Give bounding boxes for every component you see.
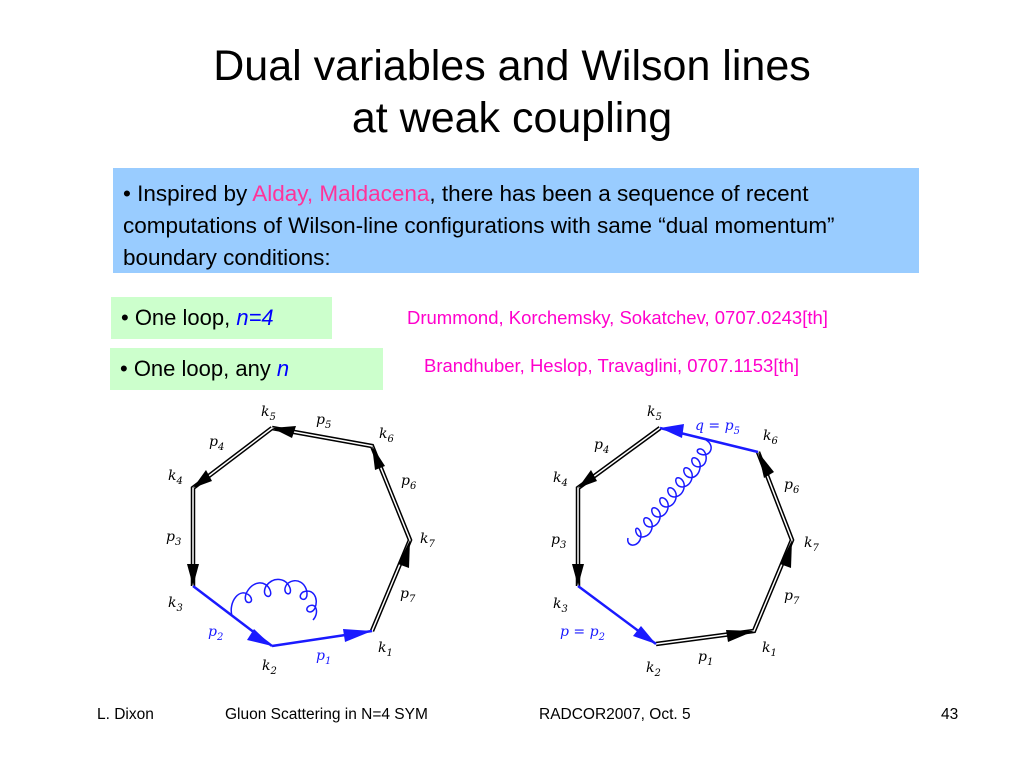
- item-one-loop-n4: • One loop, n=4: [111, 297, 332, 339]
- arrow-p1: [343, 629, 372, 642]
- right-label-k6: k6: [763, 428, 778, 447]
- left-label-p4: p4: [209, 434, 224, 453]
- arrow-r-p7: [780, 540, 792, 568]
- left-label-k7: k7: [420, 531, 435, 550]
- left-label-p6: p6: [401, 473, 417, 492]
- diagram-right: k5 q = p5 k6 p4 p6 k4 p3 k7 k3 p7 p = p2…: [551, 404, 819, 679]
- arrow-p2: [247, 629, 272, 646]
- left-label-k4: k4: [168, 468, 183, 487]
- left-labels: k5 p5 k6 p4 p6 k4 p3 k7 k3 p7 p2 k1 p1 k…: [166, 404, 435, 677]
- arrow-p6: [372, 446, 385, 470]
- left-label-k6: k6: [379, 426, 394, 445]
- footer-page-number: 43: [941, 706, 959, 723]
- item-2-emphasis: n: [276, 356, 290, 381]
- slide-title: Dual variables and Wilson lines at weak …: [0, 40, 1024, 144]
- left-label-p1: p1: [316, 648, 331, 667]
- footer-conference: RADCOR2007, Oct. 5: [539, 706, 691, 723]
- item-2-prefix: • One loop, any: [120, 356, 277, 381]
- arrow-p5: [272, 426, 296, 438]
- left-label-k5: k5: [261, 404, 276, 423]
- left-label-p3: p3: [166, 529, 181, 548]
- item-one-loop-any-n: • One loop, any n: [110, 348, 383, 390]
- left-label-p5: p5: [316, 412, 331, 431]
- right-label-p3: p3: [551, 532, 566, 551]
- diagram-left: k5 p5 k6 p4 p6 k4 p3 k7 k3 p7 p2 k1 p1 k…: [166, 404, 435, 677]
- left-label-k3: k3: [168, 595, 183, 614]
- item-1-emphasis: n=4: [236, 305, 274, 330]
- intro-box: • Inspired by Alday, Maldacena, there ha…: [113, 168, 919, 273]
- right-polygon-outer: [575, 426, 795, 647]
- right-label-k3: k3: [553, 596, 568, 615]
- right-label-k2: k2: [646, 660, 661, 679]
- left-label-k2: k2: [262, 658, 277, 677]
- left-label-k1: k1: [378, 640, 393, 659]
- right-arrows: [572, 424, 792, 644]
- right-label-p: p = p2: [560, 624, 605, 643]
- intro-text-after: , there has been a sequence of recent co…: [123, 181, 835, 270]
- right-label-k1: k1: [762, 640, 777, 659]
- arrow-r-p1: [726, 630, 754, 642]
- right-label-p6: p6: [784, 477, 800, 496]
- footer-author: L. Dixon: [97, 706, 154, 723]
- arrow-q: [660, 424, 684, 438]
- arrow-r-p6: [758, 452, 774, 478]
- left-gluon-line: [230, 578, 318, 621]
- right-label-p4: p4: [594, 437, 609, 456]
- arrow-p4: [193, 470, 212, 488]
- left-label-p2: p2: [208, 624, 223, 643]
- arrow-r-p3: [572, 564, 584, 586]
- arrow-p7: [398, 540, 410, 568]
- right-label-k4: k4: [553, 470, 568, 489]
- reference-2: Brandhuber, Heslop, Travaglini, 0707.115…: [424, 355, 800, 376]
- reference-1: Drummond, Korchemsky, Sokatchev, 0707.02…: [407, 307, 828, 328]
- arrow-p3: [187, 564, 199, 586]
- intro-text-before: Inspired by: [137, 181, 248, 206]
- left-label-p7: p7: [400, 586, 416, 605]
- arrow-r-p: [633, 626, 656, 644]
- right-labels: k5 q = p5 k6 p4 p6 k4 p3 k7 k3 p7 p = p2…: [551, 404, 819, 679]
- right-label-k5: k5: [647, 404, 662, 423]
- footer-talk-title: Gluon Scattering in N=4 SYM: [225, 706, 428, 723]
- right-label-p7: p7: [784, 588, 800, 607]
- right-gluon-line: [627, 439, 712, 546]
- right-blue-edges: [577, 426, 759, 646]
- arrow-r-p4: [578, 470, 597, 488]
- title-line-1: Dual variables and Wilson lines: [213, 42, 811, 90]
- right-label-k7: k7: [804, 535, 819, 554]
- right-label-p1: p1: [698, 649, 713, 668]
- item-1-prefix: • One loop,: [121, 305, 237, 330]
- bullet: •: [123, 181, 131, 206]
- right-label-q: q = p5: [695, 418, 740, 437]
- left-arrows: [187, 426, 410, 646]
- intro-highlight: Alday, Maldacena: [252, 181, 430, 206]
- title-line-2: at weak coupling: [351, 94, 673, 142]
